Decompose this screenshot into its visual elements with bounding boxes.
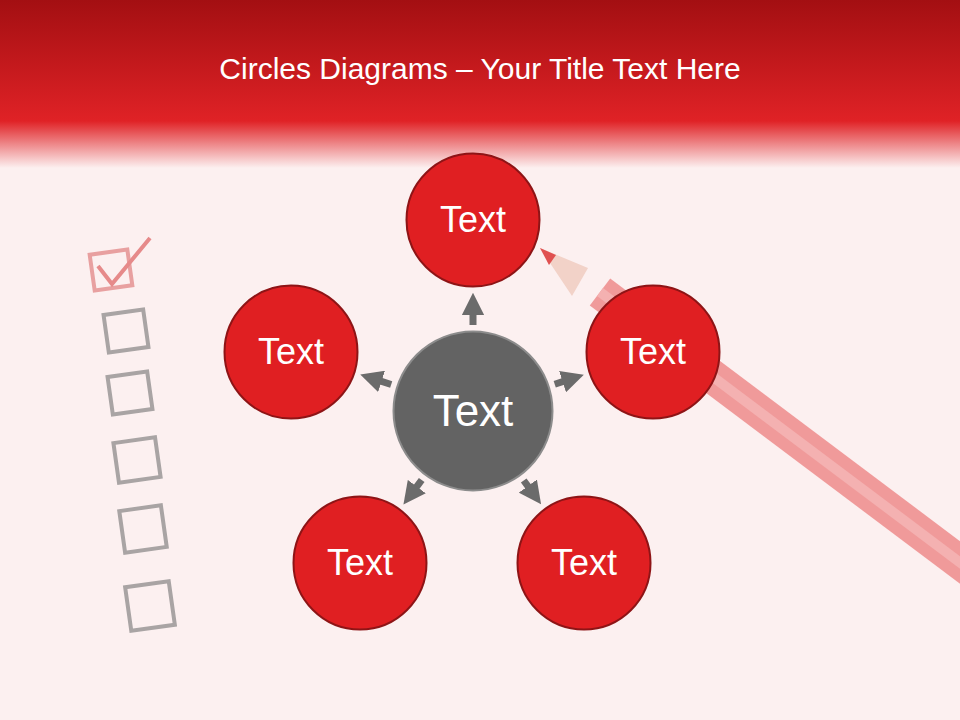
node-label: Text <box>433 386 514 436</box>
arrow-connector <box>524 480 535 495</box>
checkboxes <box>90 250 175 631</box>
node-label: Text <box>620 331 686 373</box>
circle-fill <box>407 154 540 287</box>
header-bar <box>0 0 960 168</box>
check-mark <box>98 238 150 284</box>
outer-circle: Text <box>292 495 428 631</box>
slide-title: Circles Diagrams – Your Title Text Here <box>0 52 960 86</box>
arrow-connector <box>470 304 477 325</box>
circle-fill <box>587 286 720 419</box>
node-label: Text <box>551 542 617 584</box>
node-label: Text <box>327 542 393 584</box>
outer-circle: Text <box>405 152 541 288</box>
circle-fill <box>225 286 358 419</box>
arrow-connector <box>410 480 422 496</box>
node-label: Text <box>440 199 506 241</box>
node-label: Text <box>258 331 324 373</box>
center-circle: Text <box>392 330 554 492</box>
arrow-connector <box>555 378 573 384</box>
outer-circle: Text <box>585 284 721 420</box>
circle-fill <box>394 332 553 491</box>
arrow-connector <box>371 378 391 385</box>
circle-fill <box>294 497 427 630</box>
outer-circle: Text <box>223 284 359 420</box>
outer-circle: Text <box>516 495 652 631</box>
circle-fill <box>518 497 651 630</box>
